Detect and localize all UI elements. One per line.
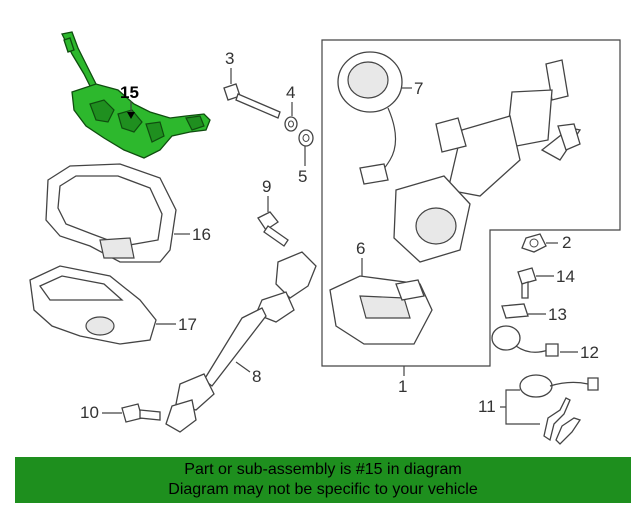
callout-15: 15 (120, 83, 139, 102)
banner-line-2: Diagram may not be specific to your vehi… (168, 481, 478, 498)
part-7-clock-spring[interactable] (337, 51, 403, 185)
part-14-bolt[interactable] (517, 267, 537, 299)
leader-8 (235, 361, 251, 373)
callout-14: 14 (556, 267, 575, 286)
parts-diagram: 15 3 4 5 16 17 9 (29, 31, 621, 445)
part-5-washer[interactable] (298, 129, 314, 147)
part-13-clip[interactable] (501, 303, 529, 319)
part-12-switch[interactable] (491, 325, 559, 357)
callout-16: 16 (192, 225, 211, 244)
callout-2: 2 (562, 233, 571, 252)
part-9-bolt[interactable] (257, 211, 289, 247)
callout-10: 10 (80, 403, 99, 422)
part-11-immobilizer-keys[interactable] (519, 374, 599, 445)
part-2-nut[interactable] (521, 233, 547, 253)
part-10-bolt[interactable] (121, 403, 161, 423)
part-16-cluster-bezel[interactable] (45, 163, 177, 263)
banner-line-1: Part or sub-assembly is #15 in diagram (184, 461, 462, 478)
callout-17: 17 (178, 315, 197, 334)
part-6-module[interactable] (329, 275, 433, 345)
callout-9: 9 (262, 177, 271, 196)
callout-12: 12 (580, 343, 599, 362)
callout-11: 11 (478, 397, 496, 416)
info-banner: Part or sub-assembly is #15 in diagram D… (15, 457, 631, 503)
part-17-column-shroud[interactable] (29, 265, 157, 345)
callout-5: 5 (298, 167, 307, 186)
part-4-washer[interactable] (284, 116, 298, 132)
callout-7: 7 (414, 79, 423, 98)
steering-column-assembly[interactable] (393, 59, 582, 263)
leader-11 (500, 389, 540, 425)
callout-4: 4 (286, 83, 295, 102)
callout-6: 6 (356, 239, 365, 258)
assembly-group-box (321, 39, 621, 367)
callout-1: 1 (398, 377, 407, 396)
callout-3: 3 (225, 49, 234, 68)
callout-8: 8 (252, 367, 261, 386)
part-15-multifunction-switch[interactable] (61, 31, 211, 159)
arrow-15 (127, 112, 135, 119)
part-3-bolt[interactable] (223, 83, 281, 119)
callout-13: 13 (548, 305, 567, 324)
part-8-intermediate-shaft[interactable] (165, 251, 317, 433)
